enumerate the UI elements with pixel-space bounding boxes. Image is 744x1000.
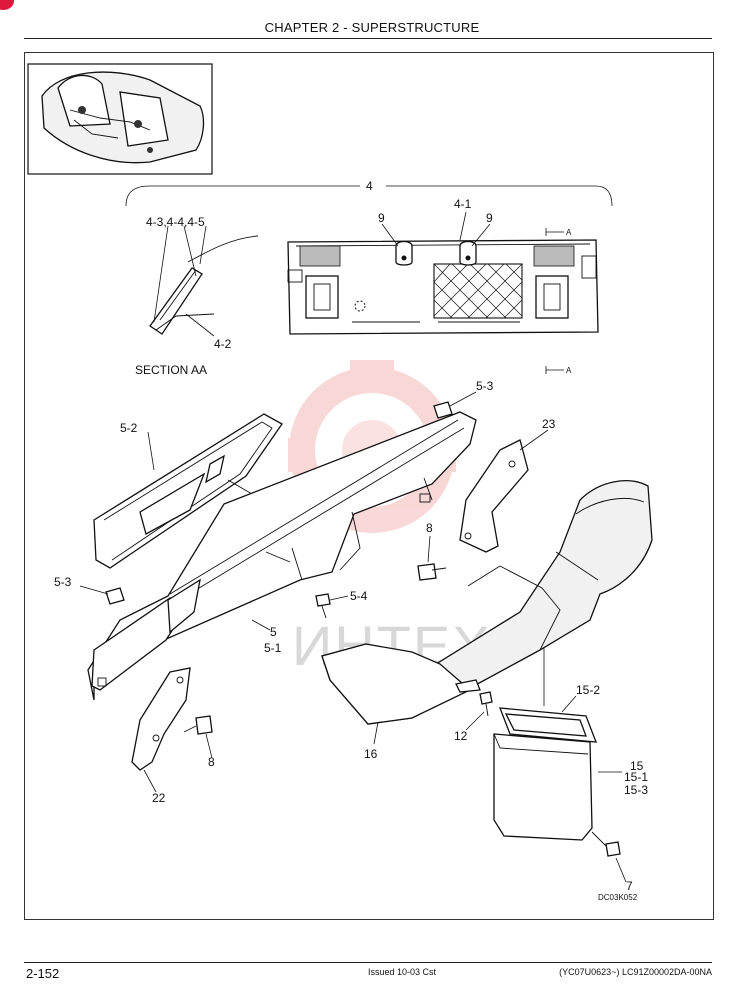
page-header: CHAPTER 2 - SUPERSTRUCTURE [264,20,480,35]
machine-inset [27,63,213,175]
callout-23: 23 [542,417,556,431]
callout-15-2: 15-2 [576,683,600,697]
leader-15-2 [561,695,577,713]
callout-7: 7 [626,879,633,893]
callout-4-2: 4-2 [214,337,232,351]
leader-5-3-right [449,391,477,407]
part-22-bracket [131,667,191,771]
document-code: (YC07U0623~) LC91Z00002DA-00NA [559,967,712,977]
part-16-duct [321,480,653,725]
callout-4: 4 [366,179,373,193]
part-5-long-cover [87,411,477,701]
callout-5-1: 5-1 [264,641,282,655]
corner-mark [0,0,14,10]
group-bracket-left [125,185,360,207]
part-4-rear-panel [287,239,599,335]
callout-4-3-4-4-4-5: 4-3,4-4,4-5 [146,215,205,229]
callout-12: 12 [454,729,468,743]
callout-16: 16 [364,747,378,761]
callout-22: 22 [152,791,166,805]
fastener-8-right [417,563,447,581]
figure-code: DC03K052 [598,893,638,902]
arrow-a1-label: A [566,228,572,237]
callout-8-right: 8 [426,521,433,535]
callout-9b: 9 [486,211,493,225]
leader-5 [251,619,271,631]
callout-5-3-left: 5-3 [54,575,72,589]
leader-9a [381,223,399,247]
leader-5-3-left [79,585,109,595]
leader-5-4 [329,595,349,601]
leader-5-2 [147,431,155,471]
page-number: 2-152 [26,966,60,981]
callout-5: 5 [270,625,277,639]
issued-date: Issued 10-03 Cst [368,967,437,977]
diagram-frame [24,52,714,920]
callout-15: 15 [630,759,644,773]
header-rule [24,38,712,39]
footer-rule [24,962,712,963]
leader-4-1 [459,211,467,241]
leader-22 [143,769,157,793]
section-aa-detail [149,225,259,337]
leader-8-left [205,733,213,759]
leader-8-right [427,535,431,563]
clip-5-3-right [433,401,453,419]
leader-23 [519,429,549,451]
leader-12 [465,711,485,731]
arrow-a2-label: A [566,366,572,375]
leader-16 [373,721,379,745]
clip-5-3-left [105,587,125,605]
leader-9b [471,223,491,247]
callout-15-3: 15-3 [624,783,648,797]
fastener-5-4 [315,593,331,619]
callout-8-left: 8 [208,755,215,769]
callout-4-1: 4-1 [454,197,472,211]
callout-9a: 9 [378,211,385,225]
section-label: SECTION AA [135,363,207,377]
part-23-bracket [459,439,529,553]
part-15-filter [493,707,597,841]
fastener-12 [479,691,493,717]
callout-15-1: 15-1 [624,770,648,784]
callout-5-2: 5-2 [120,421,138,435]
leader-7 [615,857,627,883]
callout-5-3-right: 5-3 [476,379,494,393]
group-bracket-right [386,185,613,207]
fastener-8-left [183,715,213,735]
callout-5-4: 5-4 [350,589,368,603]
fastener-7 [591,831,621,857]
